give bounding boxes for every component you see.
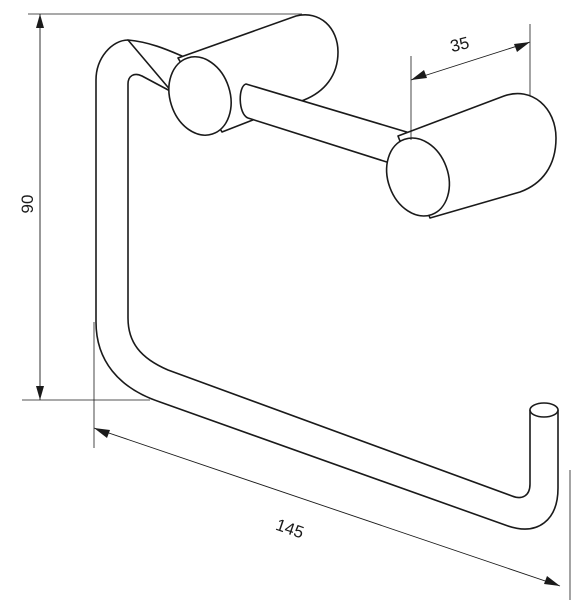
mount-cylinder-face [168,56,232,136]
projection-arrow-left [411,70,427,80]
roll-bar [239,83,421,171]
height-arrow-bottom [36,386,44,400]
width-label: 145 [273,515,306,542]
post-cylinder-face [385,137,451,217]
projection-label: 35 [448,33,471,56]
holder-arm-top-edge [127,39,183,57]
projection-arrow-right [514,42,530,52]
width-arrow-right [544,576,560,586]
end-cap [529,402,559,418]
height-arrow-top [36,14,44,28]
projection-dim-line [410,41,531,81]
holder-arm-outline [95,39,559,530]
width-dim-line [93,427,561,587]
height-label: 90 [18,195,37,214]
width-arrow-left [94,428,110,438]
